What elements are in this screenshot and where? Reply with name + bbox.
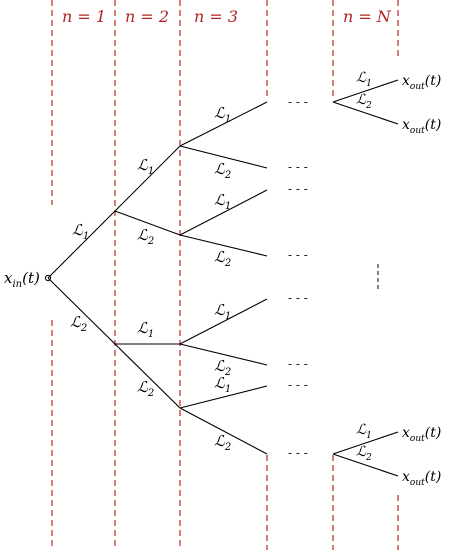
label-bot-L2: ℒ2 xyxy=(356,444,372,463)
output-label-1: xout(t) xyxy=(402,73,441,92)
svg-text:ℒ1: ℒ1 xyxy=(214,301,231,322)
ellipsis-3: - - - xyxy=(288,182,308,196)
svg-text:ℒ1: ℒ1 xyxy=(137,156,154,177)
svg-text:ℒ1: ℒ1 xyxy=(137,319,154,340)
svg-text:ℒ2: ℒ2 xyxy=(356,92,372,111)
output-label-2: xout(t) xyxy=(402,117,441,136)
svg-text:xout(t): xout(t) xyxy=(402,469,441,488)
edge-f1 xyxy=(179,385,268,409)
svg-text:ℒ1: ℒ1 xyxy=(356,70,372,89)
label-d-L2: ℒ2 xyxy=(214,248,231,269)
label-root-L1: ℒ1 xyxy=(72,221,89,242)
ellipsis-2: - - - xyxy=(288,160,308,174)
output-label-3: xout(t) xyxy=(402,425,441,444)
label-f-L2: ℒ2 xyxy=(214,432,231,453)
edge-d2 xyxy=(179,234,268,257)
ellipsis-1: - - - xyxy=(288,95,308,109)
edge-b-L2 xyxy=(114,343,181,409)
ellipsis-6: - - - xyxy=(288,357,308,371)
label-f-L1: ℒ1 xyxy=(214,374,231,395)
svg-text:ℒ2: ℒ2 xyxy=(137,226,154,247)
label-a-L1: ℒ1 xyxy=(137,156,154,177)
svg-text:xout(t): xout(t) xyxy=(402,117,441,136)
svg-text:ℒ2: ℒ2 xyxy=(214,357,231,378)
header-nN: n = N xyxy=(343,7,392,26)
label-e-L2: ℒ2 xyxy=(214,357,231,378)
svg-text:ℒ1: ℒ1 xyxy=(214,104,231,125)
svg-text:ℒ2: ℒ2 xyxy=(214,432,231,453)
header-n2: n = 2 xyxy=(125,7,169,26)
edge-root-L1 xyxy=(47,210,116,279)
svg-text:ℒ1: ℒ1 xyxy=(356,422,372,441)
header-n1: n = 1 xyxy=(62,7,106,26)
svg-text:ℒ1: ℒ1 xyxy=(214,374,231,395)
svg-text:xin(t): xin(t) xyxy=(4,269,40,290)
label-b-L1: ℒ1 xyxy=(137,319,154,340)
edge-e2 xyxy=(179,343,268,366)
label-b-L2: ℒ2 xyxy=(137,378,154,399)
svg-text:ℒ2: ℒ2 xyxy=(356,444,372,463)
ellipsis-8: - - - xyxy=(288,446,308,460)
edge-f2 xyxy=(179,407,268,455)
label-bot-L1: ℒ1 xyxy=(356,422,372,441)
edge-c2 xyxy=(179,145,268,169)
svg-text:ℒ2: ℒ2 xyxy=(214,160,231,181)
label-a-L2: ℒ2 xyxy=(137,226,154,247)
input-label: xin(t) xyxy=(4,269,40,290)
svg-text:ℒ2: ℒ2 xyxy=(214,248,231,269)
edge-d1 xyxy=(179,189,268,236)
edge-a-L1 xyxy=(114,145,181,212)
svg-text:ℒ2: ℒ2 xyxy=(70,313,87,334)
label-d-L1: ℒ1 xyxy=(214,191,231,212)
label-c-L1: ℒ1 xyxy=(214,104,231,125)
edge-top-out1 xyxy=(332,79,399,103)
edge-root-L2 xyxy=(47,277,116,345)
edge-bot-out2 xyxy=(332,453,399,477)
edge-top-out2 xyxy=(332,101,399,125)
label-root-L2: ℒ2 xyxy=(70,313,87,334)
svg-text:xout(t): xout(t) xyxy=(402,73,441,92)
edge-e1 xyxy=(179,298,268,345)
svg-text:xout(t): xout(t) xyxy=(402,425,441,444)
svg-text:ℒ1: ℒ1 xyxy=(72,221,89,242)
label-top-L2: ℒ2 xyxy=(356,92,372,111)
label-c-L2: ℒ2 xyxy=(214,160,231,181)
header-n3: n = 3 xyxy=(194,7,238,26)
ellipsis-4: - - - xyxy=(288,248,308,262)
edge-a-L2 xyxy=(114,210,181,236)
ellipsis-7: - - - xyxy=(288,378,308,392)
svg-text:ℒ1: ℒ1 xyxy=(214,191,231,212)
edge-c1 xyxy=(179,101,268,147)
label-top-L1: ℒ1 xyxy=(356,70,372,89)
label-e-L1: ℒ1 xyxy=(214,301,231,322)
edge-bot-out1 xyxy=(332,431,399,455)
ellipsis-5: - - - xyxy=(288,291,308,305)
output-label-4: xout(t) xyxy=(402,469,441,488)
svg-text:ℒ2: ℒ2 xyxy=(137,378,154,399)
